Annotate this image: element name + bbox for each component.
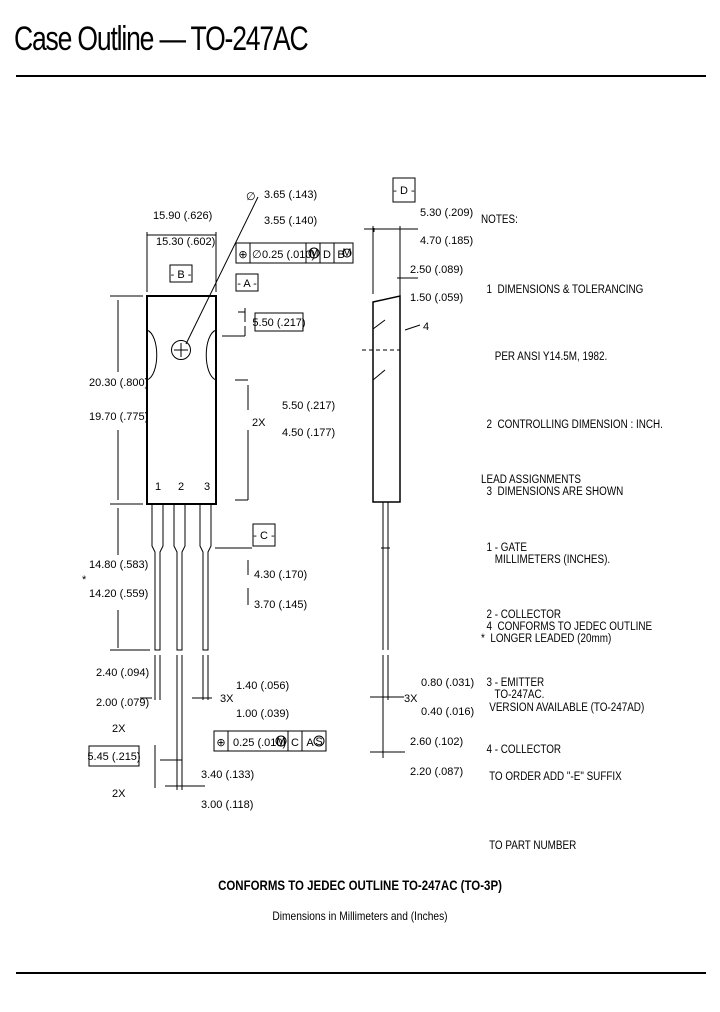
lead-assignment-item: 2 - COLLECTOR <box>481 609 562 621</box>
page-title: Case Outline — TO-247AC <box>14 20 309 58</box>
callout-4: 4 <box>423 321 429 333</box>
dim-thickness-max: 5.30 (.209) <box>420 207 473 219</box>
datum-c-box: - C - <box>252 523 276 547</box>
caption-sub: Dimensions in Millimeters and (Inches) <box>272 909 448 923</box>
dim-height-max: 20.30 (.800) <box>89 377 148 389</box>
pin-2: 2 <box>178 481 184 493</box>
dim-thickness-min: 4.70 (.185) <box>420 235 473 247</box>
bottom-rule <box>16 972 706 974</box>
notes-heading: NOTES: <box>481 214 518 226</box>
fcf-lead-tolerance: 0.25 (.010) <box>233 737 286 749</box>
dim-pitch-2x: 2X <box>112 788 126 800</box>
svg-text:M: M <box>276 736 285 748</box>
caption-main: CONFORMS TO JEDEC OUTLINE TO-247AC (TO-3… <box>218 877 502 893</box>
datum-a-box: - A - <box>235 273 259 292</box>
svg-text:C: C <box>291 737 299 749</box>
dim-hole-min: 3.55 (.140) <box>264 215 317 227</box>
notes-line: PER ANSI Y14.5M, 1982. <box>481 351 608 363</box>
dim-side-max: 5.50 (.217) <box>282 400 335 412</box>
fcf-hole-tolerance: 0.25 (.010) <box>262 249 315 261</box>
dim-lead-length-max: 14.80 (.583) <box>89 559 148 571</box>
dim-lead-width-2x: 2X <box>112 723 126 735</box>
svg-text:D: D <box>323 249 331 261</box>
fcf-hole-diameter-icon: ∅ <box>252 249 262 261</box>
position-icon: ⊕ <box>238 249 247 261</box>
longer-leaded-line: TO PART NUMBER <box>481 840 577 852</box>
dim-tab-height-box: 5.50 (.217) <box>252 312 306 332</box>
svg-text:- B -: - B - <box>171 269 192 281</box>
dim-lead-th-min: 0.40 (.016) <box>421 706 474 718</box>
lead-length-note: * <box>82 574 87 586</box>
pin-1: 1 <box>155 481 161 493</box>
svg-text:5.50 (.217): 5.50 (.217) <box>252 317 305 329</box>
lead-assignment-item: 4 - COLLECTOR <box>481 744 562 756</box>
lead-position-icon: ⊕ <box>216 737 225 749</box>
svg-text:B: B <box>337 249 344 261</box>
dim-standoff-min: 3.70 (.145) <box>254 599 307 611</box>
longer-leaded-line: VERSION AVAILABLE (TO-247AD) <box>481 702 645 714</box>
diameter-symbol: ∅ <box>246 191 256 203</box>
dim-flange-min: 1.50 (.059) <box>410 292 463 304</box>
dim-lead-th-max: 0.80 (.031) <box>421 677 474 689</box>
title-rule <box>16 75 706 77</box>
notes-line: TO-247AC. <box>481 688 545 701</box>
dim-side-2x: 2X <box>252 417 266 429</box>
svg-text:- D -: - D - <box>393 185 415 197</box>
dim-lead-width-min: 2.00 (.079) <box>96 697 149 709</box>
svg-text:- A -: - A - <box>237 278 257 290</box>
leads-front <box>151 504 212 651</box>
dim-pitch-box: 5.45 (.215) <box>87 745 141 767</box>
dim-side-lead-max: 2.60 (.102) <box>410 736 463 748</box>
lead-assignments-heading: LEAD ASSIGNMENTS <box>481 474 582 486</box>
lead-assignment-item: 1 - GATE <box>481 541 527 554</box>
dim-side-min: 4.50 (.177) <box>282 427 335 439</box>
dim-side-lead-min: 2.20 (.087) <box>410 766 463 778</box>
pin-3: 3 <box>204 481 210 493</box>
longer-leaded-line: * LONGER LEADED (20mm) <box>481 633 612 645</box>
datum-b-box: - B - <box>169 264 193 283</box>
dim-lead-spacing-min: 3.00 (.118) <box>201 799 253 811</box>
package-side-view <box>372 295 401 650</box>
package-front-view <box>146 295 217 505</box>
notes-line: 4 CONFORMS TO JEDEC OUTLINE <box>481 621 653 633</box>
dim-width-min: 15.30 (.602) <box>156 236 215 248</box>
lead-assignments: LEAD ASSIGNMENTS 1 - GATE 2 - COLLECTOR … <box>481 424 581 784</box>
dim-height-min: 19.70 (.775) <box>89 411 148 423</box>
dim-lead-thickness-min: 1.00 (.039) <box>236 708 289 720</box>
dim-lead-width-max: 2.40 (.094) <box>96 667 149 679</box>
notes-line: 2 CONTROLLING DIMENSION : INCH. <box>481 418 663 431</box>
svg-text:S: S <box>315 736 322 748</box>
svg-text:5.45 (.215): 5.45 (.215) <box>87 751 140 763</box>
dim-lead-length-min: 14.20 (.559) <box>89 588 148 600</box>
notes-line: 1 DIMENSIONS & TOLERANCING <box>481 283 644 296</box>
dim-hole-max: 3.65 (.143) <box>264 189 317 201</box>
longer-leaded-line: TO ORDER ADD "-E" SUFFIX <box>481 771 622 783</box>
lead-assignment-item: 3 - EMITTER <box>481 676 545 689</box>
dim-lead-th-3x: 3X <box>404 693 418 705</box>
svg-text:- C -: - C - <box>253 530 275 542</box>
notes-line: 3 DIMENSIONS ARE SHOWN <box>481 486 624 498</box>
dim-flange-max: 2.50 (.089) <box>410 264 463 276</box>
dim-lead-3x: 3X <box>220 693 234 705</box>
fcf-lead: ⊕ 0.25 (.010) M C A S <box>213 730 327 752</box>
dim-lead-spacing-max: 3.40 (.133) <box>201 769 254 781</box>
notes-block: NOTES: 1 DIMENSIONS & TOLERANCING PER AN… <box>481 164 663 729</box>
svg-text:M: M <box>309 248 318 260</box>
dim-width-max: 15.90 (.626) <box>153 210 212 222</box>
datum-d-box: - D - <box>392 177 416 203</box>
fcf-hole: ⊕ ∅ 0.25 (.010) M D B M <box>235 242 354 264</box>
svg-text:M: M <box>342 247 351 259</box>
notes-line: MILLIMETERS (INCHES). <box>481 553 611 566</box>
dim-lead-thickness-max: 1.40 (.056) <box>236 680 289 692</box>
longer-leaded-note: * LONGER LEADED (20mm) VERSION AVAILABLE… <box>481 582 644 881</box>
dim-standoff-max: 4.30 (.170) <box>254 569 307 581</box>
svg-text:A: A <box>306 737 314 749</box>
